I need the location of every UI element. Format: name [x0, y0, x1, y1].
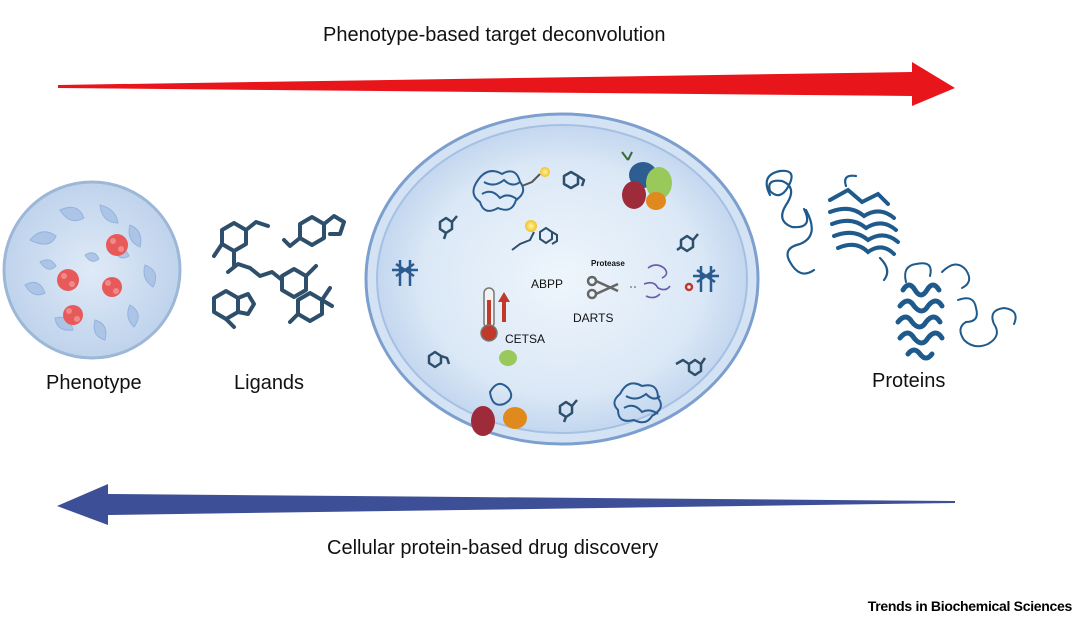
protein-complex-bottom: [471, 350, 527, 436]
ligand-3: [226, 262, 318, 299]
cell-contents: [392, 151, 719, 436]
phenotype-dish: [2, 180, 182, 360]
phenotype-label: Phenotype: [46, 372, 142, 394]
scissors-icon: [586, 275, 619, 300]
bottom-arrow: [57, 484, 955, 525]
thermometer-icon: [480, 287, 498, 342]
ligand-5: [288, 286, 334, 324]
abpp-probe: [511, 226, 558, 251]
protein-complex-top-right: [621, 151, 672, 210]
globular-protein-bottom: [613, 382, 662, 424]
peptide-fragments: [643, 264, 671, 299]
probe-flash: [525, 220, 537, 232]
ligand-molecules: [212, 214, 346, 329]
darts-label: DARTS: [573, 311, 613, 325]
ligand-1: [212, 220, 270, 267]
protein-structure-2: [895, 262, 1017, 361]
top-arrow-label: Phenotype-based target deconvolution: [323, 24, 666, 46]
ligand-4: [212, 289, 256, 329]
protein-structure-1: [765, 169, 900, 282]
membrane-protein-right: [684, 266, 719, 292]
top-arrow: [58, 62, 955, 106]
membrane-protein-left: [392, 260, 418, 286]
up-arrow-icon: [498, 292, 510, 322]
bottom-arrow-label: Cellular protein-based drug discovery: [327, 537, 659, 559]
journal-footer: Trends in Biochemical Sciences: [867, 598, 1073, 614]
abpp-label: ABPP: [531, 277, 563, 291]
ligands-label: Ligands: [234, 372, 305, 394]
protease-label: Protease: [591, 259, 625, 268]
ligand-2: [282, 214, 346, 248]
globular-protein-top: [472, 170, 525, 212]
cetsa-label: CETSA: [505, 332, 545, 346]
proteins-label: Proteins: [872, 370, 946, 392]
